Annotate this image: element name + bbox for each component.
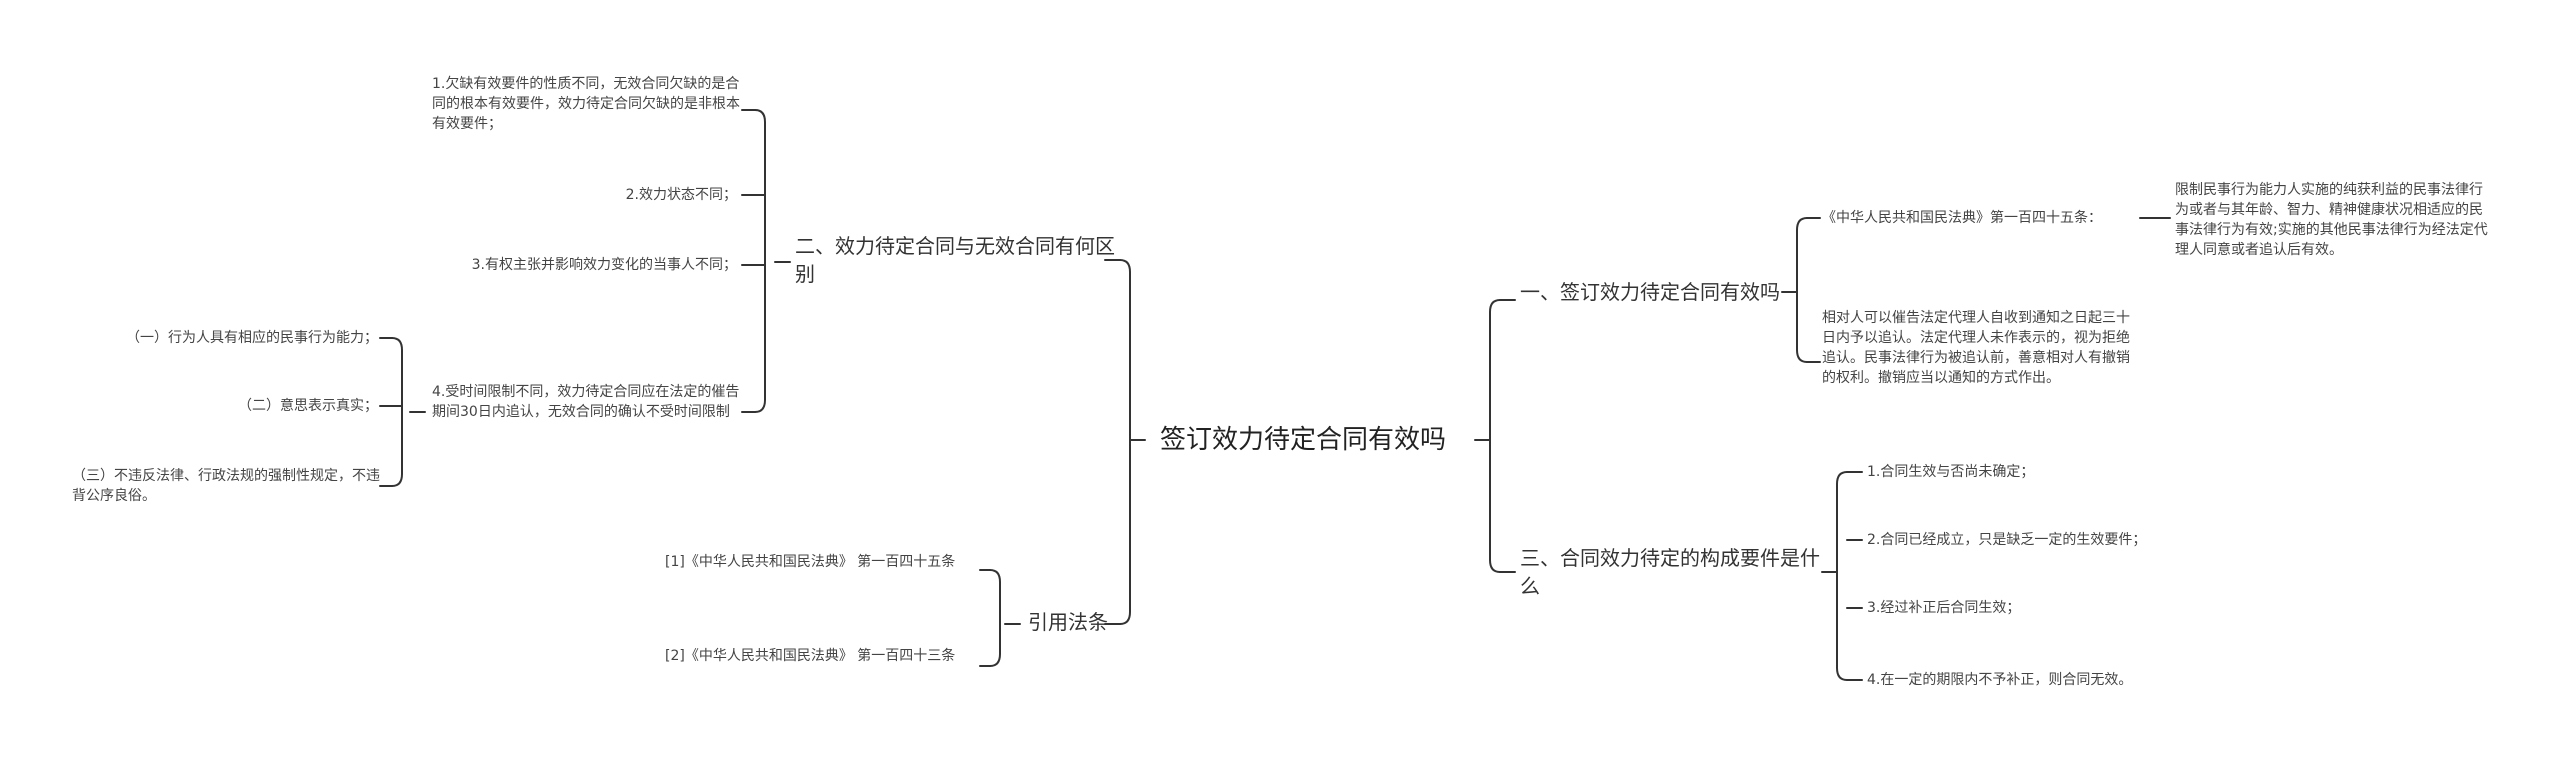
right-main-bracket — [1489, 299, 1501, 573]
branch4-bracket — [989, 569, 1001, 667]
branch-2-child-4-sub-3[interactable]: （三）不违反法律、行政法规的强制性规定，不违背公序良俗。 — [72, 468, 380, 504]
branch3-bracket — [1836, 471, 1848, 681]
branch-2-child-4-sub-1[interactable]: （一）行为人具有相应的民事行为能力； — [126, 330, 378, 346]
branch-4-item-1[interactable]: [1]《中华人民共和国民法典》 第一百四十五条 — [665, 554, 956, 570]
branch1-bracket — [1796, 217, 1808, 363]
branch-4-item-2[interactable]: [2]《中华人民共和国民法典》 第一百四十三条 — [665, 648, 956, 664]
branch2-bracket — [754, 109, 766, 413]
branch-3-item-1[interactable]: 1.合同生效与否尚未确定； — [1867, 464, 2035, 480]
branch-1-child-1-detail[interactable]: 限制民事行为能力人实施的纯获利益的民事法律行为或者与其年龄、智力、精神健康状况相… — [2175, 182, 2488, 258]
branch-1-title[interactable]: 一、签订效力待定合同有效吗 — [1520, 280, 1780, 304]
branch2-c4-bracket — [391, 337, 403, 487]
root-topic[interactable]: 签订效力待定合同有效吗 — [1160, 425, 1447, 455]
branch-2-child-3[interactable]: 3.有权主张并影响效力变化的当事人不同； — [471, 257, 737, 273]
branch-2-child-4[interactable]: 4.受时间限制不同，效力待定合同应在法定的催告期间30日内追认，无效合同的确认不… — [432, 384, 740, 420]
branch-2-child-2[interactable]: 2.效力状态不同； — [625, 187, 737, 203]
branch-1-child-2[interactable]: 相对人可以催告法定代理人自收到通知之日起三十日内予以追认。法定代理人未作表示的，… — [1822, 310, 2130, 386]
branch-4-title[interactable]: 引用法条 — [1028, 610, 1108, 634]
branch-2-title[interactable]: 二、效力待定合同与无效合同有何区别 — [795, 234, 1115, 286]
branch-2-child-1[interactable]: 1.欠缺有效要件的性质不同，无效合同欠缺的是合同的根本有效要件，效力待定合同欠缺… — [432, 76, 740, 132]
branch-3-item-3[interactable]: 3.经过补正后合同生效； — [1867, 600, 2021, 616]
branch-2-child-4-sub-2[interactable]: （二）意思表示真实； — [238, 398, 378, 414]
branch-3-item-2[interactable]: 2.合同已经成立，只是缺乏一定的生效要件； — [1867, 532, 2147, 548]
branch-3-title[interactable]: 三、合同效力待定的构成要件是什么 — [1520, 546, 1820, 598]
left-main-bracket — [1119, 259, 1131, 625]
branch-1-child-1[interactable]: 《中华人民共和国民法典》第一百四十五条： — [1822, 210, 2102, 226]
branch-3-item-4[interactable]: 4.在一定的期限内不予补正，则合同无效。 — [1867, 672, 2133, 688]
